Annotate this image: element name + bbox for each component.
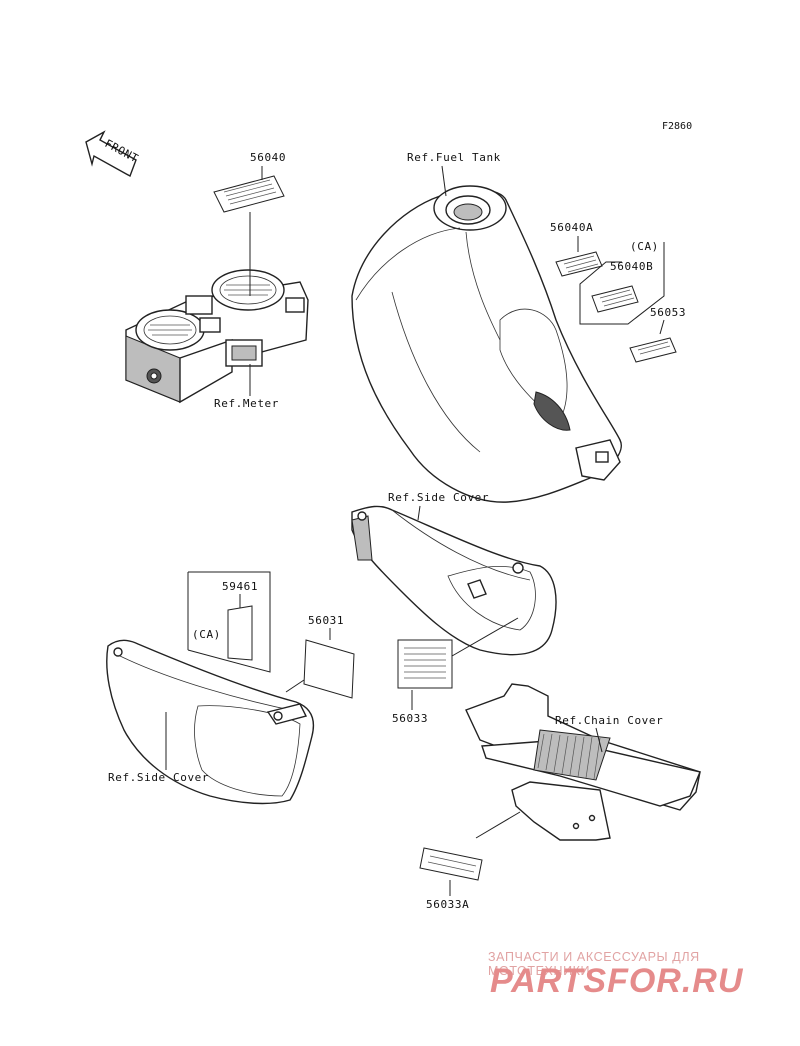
label-56040B — [591, 285, 639, 313]
callout-ref-side-cover-left: Ref.Side Cover — [108, 771, 209, 784]
front-arrow-icon: FRONT — [85, 130, 141, 178]
callout-56033: 56033 — [392, 712, 428, 725]
watermark-logo: PARTSFOR.RU — [490, 962, 744, 1000]
fuel-tank — [351, 185, 622, 503]
label-56040A — [555, 251, 603, 277]
meter-assembly — [125, 269, 309, 404]
left-side-cover — [106, 639, 315, 805]
chain-cover — [465, 683, 701, 841]
label-56031 — [303, 639, 355, 699]
label-56033 — [397, 639, 453, 689]
callout-56040A: 56040A — [550, 221, 593, 234]
callout-ref-side-cover-right: Ref.Side Cover — [388, 491, 489, 504]
callout-ca-top: (CA) — [630, 240, 659, 253]
label-56053 — [629, 337, 677, 363]
callout-ref-chain-cover: Ref.Chain Cover — [555, 714, 663, 727]
callout-56053: 56053 — [650, 306, 686, 319]
callout-ref-meter: Ref.Meter — [214, 397, 279, 410]
callout-ca-left: (CA) — [192, 628, 221, 641]
figure-code: F2860 — [662, 121, 692, 132]
right-side-cover — [351, 505, 557, 656]
watermark-tagline: ЗАПЧАСТИ И АКСЕССУАРЫ ДЛЯ МОТОТЕХНИКИ — [488, 950, 700, 978]
label-59461 — [227, 605, 253, 661]
label-56033A — [419, 847, 483, 881]
callout-56040B: 56040B — [610, 260, 653, 273]
label-56040 — [213, 175, 285, 213]
callout-56040: 56040 — [250, 151, 286, 164]
callout-56033A: 56033A — [426, 898, 469, 911]
callout-ref-fuel-tank: Ref.Fuel Tank — [407, 151, 501, 164]
callout-56031: 56031 — [308, 614, 344, 627]
callout-59461: 59461 — [222, 580, 258, 593]
